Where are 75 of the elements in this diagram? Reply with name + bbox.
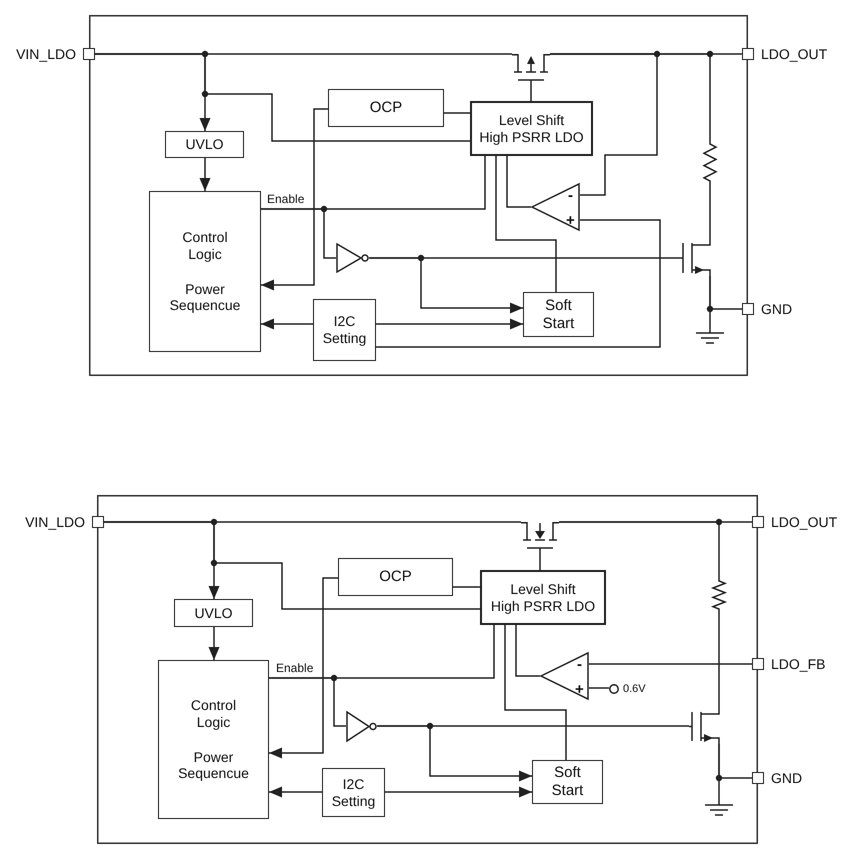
pin-label: LDO_OUT (761, 46, 828, 62)
edge-label: Enable (275, 662, 314, 676)
block-label: I2C Setting (322, 313, 368, 347)
block-label: Level Shift (498, 112, 564, 128)
wire (506, 156, 531, 208)
wire (269, 677, 346, 727)
block-label: OCP (379, 568, 412, 586)
function-block (523, 292, 594, 337)
block-label: Control Logic (181, 228, 229, 262)
wire (718, 613, 720, 709)
pin-label: LDO_FB (771, 656, 826, 672)
edge-label: Enable (266, 193, 306, 206)
pin-label: GND (761, 301, 792, 317)
chip-outline (89, 15, 748, 376)
function-block (149, 191, 261, 352)
wire (709, 276, 711, 330)
function-block (338, 558, 453, 596)
signal-arrow (200, 158, 210, 191)
block-label: UVLO (185, 136, 224, 153)
signal-arrow (369, 257, 523, 314)
wire (530, 84, 532, 101)
function-block (165, 131, 244, 158)
block-label: Level Shift (510, 580, 576, 598)
wire (515, 625, 540, 677)
function-block (532, 760, 603, 804)
wire (718, 744, 720, 802)
input-sign: - (577, 657, 582, 672)
signal-arrow (377, 725, 532, 782)
function-block (328, 89, 444, 127)
chip-outline (97, 495, 758, 844)
signal-arrow (376, 318, 523, 330)
wire (104, 521, 480, 610)
wire (539, 552, 541, 570)
input-sign: + (575, 682, 584, 697)
wire (559, 521, 720, 577)
block-label: OCP (370, 99, 402, 117)
signal-arrow (269, 786, 322, 798)
block-label: Soft Start (542, 296, 576, 332)
wire (444, 112, 470, 114)
block-label: Soft Start (550, 764, 584, 800)
input-sign: + (566, 213, 575, 228)
block-label: High PSRR LDO (479, 128, 584, 146)
wire (550, 53, 711, 140)
block-label: Power Sequencue (177, 748, 250, 782)
wire (261, 208, 336, 259)
pin-label: VIN_LDO (16, 46, 76, 62)
block-label: I2C Setting (330, 776, 376, 810)
function-block (158, 660, 269, 819)
pin-label: GND (771, 770, 802, 786)
signal-arrow (261, 108, 328, 290)
function-block (480, 570, 606, 625)
function-block (174, 599, 253, 627)
wire (376, 219, 661, 348)
wire (589, 687, 609, 689)
signal-arrow (269, 577, 338, 758)
block-label: Control Logic (190, 696, 238, 730)
wire (453, 586, 480, 588)
pin-label: VIN_LDO (25, 514, 85, 530)
function-block (322, 768, 385, 817)
input-sign: - (568, 188, 573, 203)
pin-label: LDO_OUT (771, 514, 838, 530)
signal-arrow (208, 627, 220, 660)
wire (709, 185, 711, 240)
function-block (313, 299, 376, 361)
signal-arrow (385, 786, 532, 798)
voltage-label: 0.6V (623, 682, 646, 694)
function-block (470, 101, 593, 156)
block-label: UVLO (194, 604, 233, 622)
wire (495, 156, 557, 292)
block-label: High PSRR LDO (490, 598, 596, 614)
wire (95, 53, 470, 142)
signal-arrow (261, 318, 313, 330)
wire (589, 663, 752, 665)
wire (504, 625, 567, 760)
block-label: Power Sequencue (168, 280, 242, 314)
